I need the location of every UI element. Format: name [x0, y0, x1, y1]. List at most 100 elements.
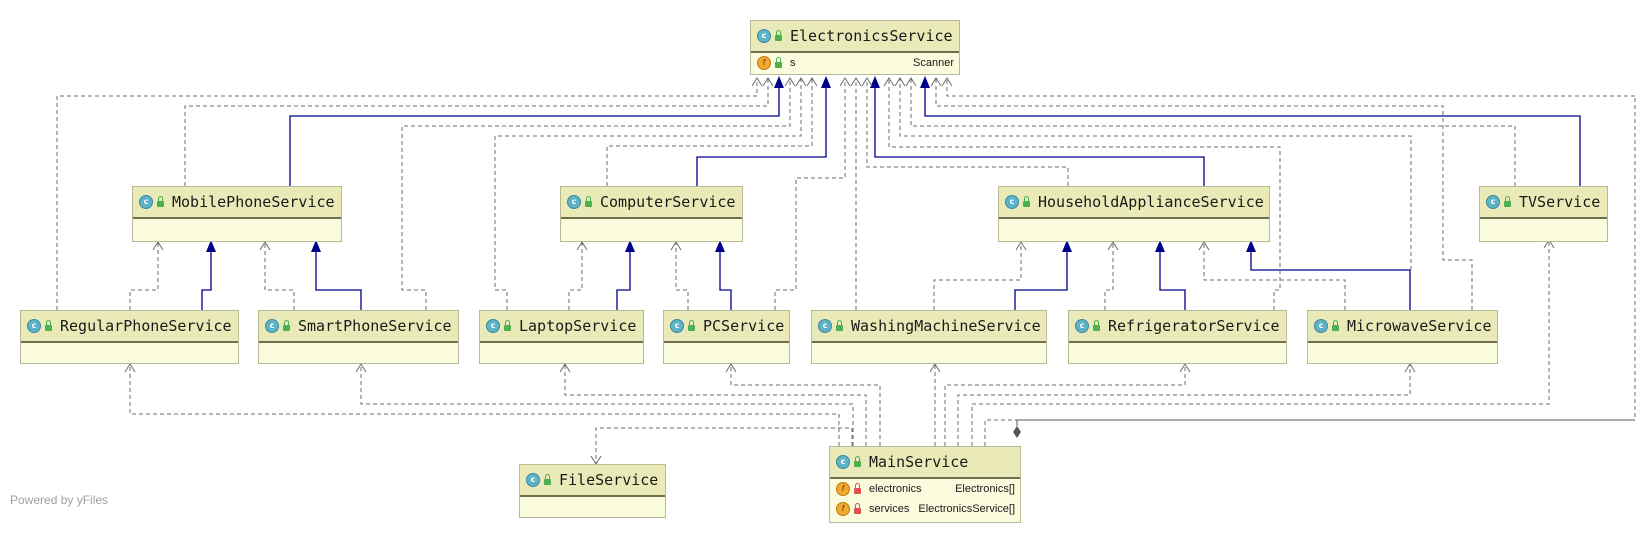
- class-name: PCService: [703, 317, 785, 335]
- class-name: TVService: [1519, 193, 1601, 211]
- class-header: c TVService: [1480, 187, 1607, 219]
- lock-open-icon: [283, 319, 290, 331]
- class-name: ElectronicsService: [790, 27, 953, 45]
- class-tv-service[interactable]: c TVService: [1479, 186, 1608, 242]
- class-icon: c: [670, 319, 684, 333]
- class-header: c LaptopService: [480, 311, 643, 343]
- field-row: f services ElectronicsService[]: [830, 499, 1020, 519]
- lock-icon: [854, 502, 861, 514]
- lock-open-icon: [836, 319, 843, 331]
- composition-edge: [1016, 419, 1635, 426]
- lock-open-icon: [1332, 319, 1339, 331]
- class-name: WashingMachineService: [851, 317, 1041, 335]
- class-name: HouseholdApplianceService: [1038, 193, 1264, 211]
- lock-open-icon: [504, 319, 511, 331]
- class-header: c PCService: [664, 311, 789, 343]
- inheritance-arrowheads: [206, 76, 1256, 252]
- lock-open-icon: [1504, 195, 1511, 207]
- class-header: c MainService: [830, 447, 1020, 479]
- class-icon: c: [526, 473, 540, 487]
- field-icon: f: [836, 502, 850, 516]
- field-type: ElectronicsService[]: [918, 503, 1015, 515]
- class-name: RefrigeratorService: [1108, 317, 1280, 335]
- field-name: services: [869, 503, 910, 515]
- class-name: MainService: [869, 453, 969, 471]
- edge-computer-extends-electronics: [696, 78, 827, 186]
- class-computer-service[interactable]: c ComputerService: [560, 186, 743, 242]
- field-row: f electronics Electronics[]: [830, 479, 1020, 499]
- edge-tv-extends-electronics: [924, 78, 1581, 186]
- class-electronics-service[interactable]: c ElectronicsService f s Scanner: [750, 20, 960, 75]
- lock-icon: [854, 482, 861, 494]
- class-icon: c: [1314, 319, 1328, 333]
- lock-open-icon: [854, 455, 861, 467]
- powered-by-label: Powered by yFiles: [10, 493, 109, 507]
- class-pc-service[interactable]: c PCService: [663, 310, 790, 364]
- lock-open-icon: [45, 319, 52, 331]
- class-laptop-service[interactable]: c LaptopService: [479, 310, 644, 364]
- edge-household-extends-electronics: [874, 78, 1205, 186]
- edge-fridge-extends-household: [1159, 242, 1186, 310]
- lock-open-icon: [585, 195, 592, 207]
- lock-open-icon: [775, 29, 782, 41]
- class-header: c ComputerService: [561, 187, 742, 219]
- class-icon: c: [567, 195, 581, 209]
- class-name: MobilePhoneService: [172, 193, 335, 211]
- class-icon: c: [757, 29, 771, 43]
- edge-pc-extends-computer: [719, 242, 732, 310]
- field-icon: f: [836, 482, 850, 496]
- class-refrigerator-service[interactable]: c RefrigeratorService: [1068, 310, 1287, 364]
- class-name: FileService: [559, 471, 659, 489]
- field-icon: f: [757, 56, 771, 70]
- class-header: c RefrigeratorService: [1069, 311, 1286, 343]
- class-file-service[interactable]: c FileService: [519, 464, 666, 518]
- edge-microwave-extends-household: [1250, 242, 1411, 310]
- class-header: c RegularPhoneService: [21, 311, 238, 343]
- field-name: electronics: [869, 483, 922, 495]
- class-main-service[interactable]: c MainService f electronics Electronics[…: [829, 446, 1021, 523]
- class-header: c FileService: [520, 465, 665, 497]
- lock-open-icon: [688, 319, 695, 331]
- composition-diamond: [1013, 426, 1021, 438]
- lock-open-icon: [1023, 195, 1030, 207]
- edge-smart-extends-mobile: [315, 242, 362, 310]
- class-name: RegularPhoneService: [60, 317, 232, 335]
- field-name: s: [790, 57, 796, 69]
- class-icon: c: [1075, 319, 1089, 333]
- lock-open-icon: [1093, 319, 1100, 331]
- lock-open-icon: [157, 195, 164, 207]
- field-type: Electronics[]: [955, 483, 1015, 495]
- class-name: LaptopService: [519, 317, 637, 335]
- class-header: c WashingMachineService: [812, 311, 1046, 343]
- dependency-arrowheads: [124, 77, 1555, 465]
- lock-open-icon: [775, 56, 782, 68]
- class-icon: c: [265, 319, 279, 333]
- dependency-edges: [56, 78, 1636, 464]
- lock-open-icon: [544, 473, 551, 485]
- class-name: SmartPhoneService: [298, 317, 452, 335]
- edge-mobile-extends-electronics: [289, 78, 780, 186]
- field-row: f s Scanner: [751, 53, 959, 73]
- class-microwave-service[interactable]: c MicrowaveService: [1307, 310, 1498, 364]
- class-header: c MobilePhoneService: [133, 187, 341, 219]
- class-mobile-phone-service[interactable]: c MobilePhoneService: [132, 186, 342, 242]
- class-icon: c: [836, 455, 850, 469]
- field-type: Scanner: [913, 57, 954, 69]
- class-name: ComputerService: [600, 193, 736, 211]
- edge-laptop-extends-computer: [616, 242, 631, 310]
- class-icon: c: [1486, 195, 1500, 209]
- class-icon: c: [27, 319, 41, 333]
- inheritance-edges: [201, 78, 1581, 310]
- class-header: c SmartPhoneService: [259, 311, 458, 343]
- class-icon: c: [818, 319, 832, 333]
- class-washing-machine-service[interactable]: c WashingMachineService: [811, 310, 1047, 364]
- class-smart-phone-service[interactable]: c SmartPhoneService: [258, 310, 459, 364]
- class-regular-phone-service[interactable]: c RegularPhoneService: [20, 310, 239, 364]
- class-household-appliance-service[interactable]: c HouseholdApplianceService: [998, 186, 1270, 242]
- class-header: c MicrowaveService: [1308, 311, 1497, 343]
- class-header: c HouseholdApplianceService: [999, 187, 1269, 219]
- edge-regular-extends-mobile: [201, 242, 212, 310]
- edge-washing-extends-household: [1014, 242, 1068, 310]
- class-icon: c: [1005, 195, 1019, 209]
